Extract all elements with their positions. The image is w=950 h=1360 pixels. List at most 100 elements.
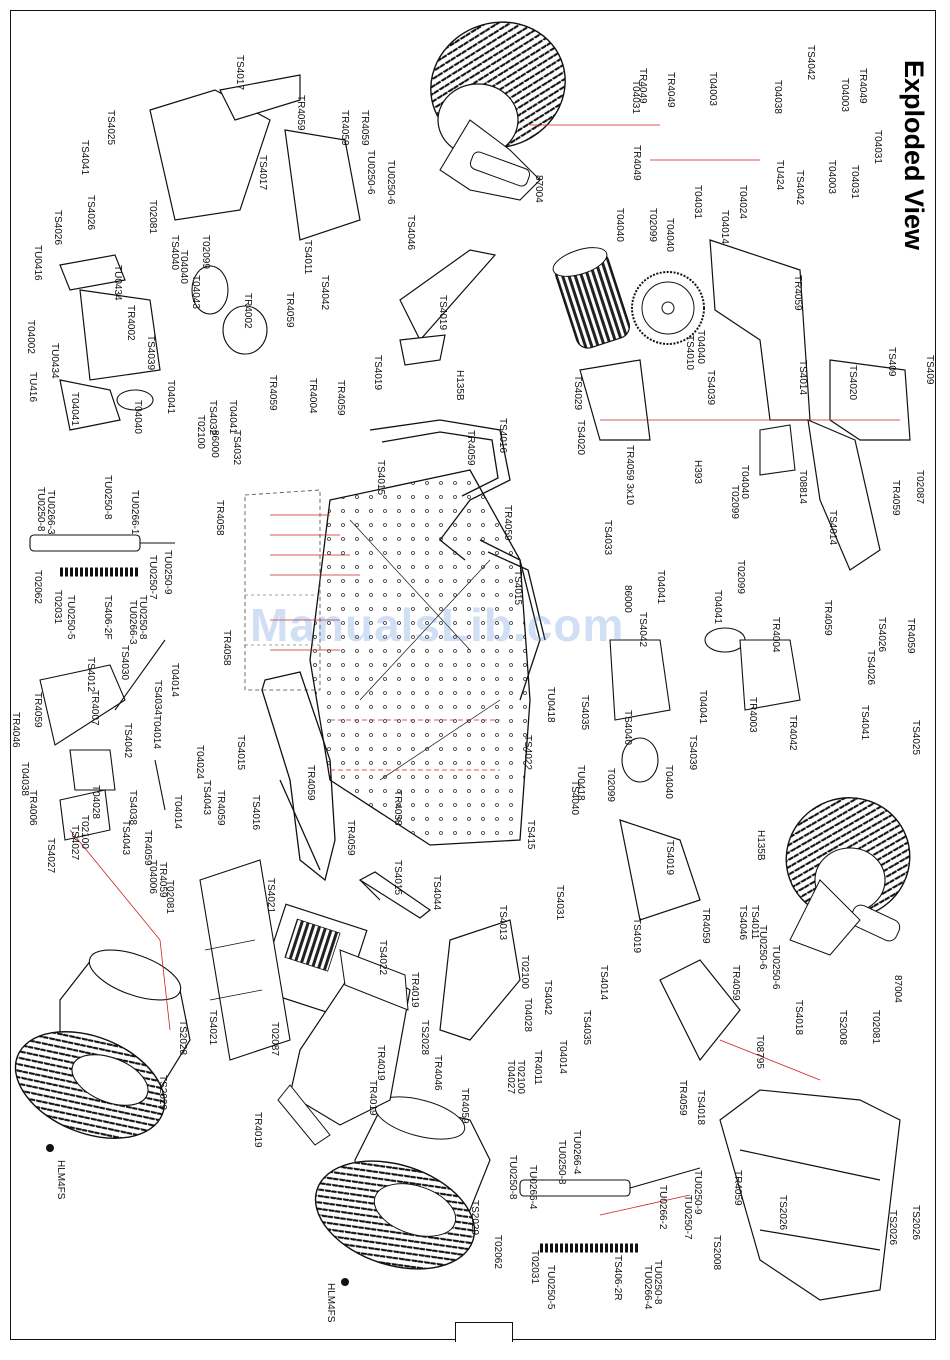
part-label-l12: TU0250-6 bbox=[385, 160, 396, 205]
part-label-l203: TS2026 bbox=[910, 1205, 921, 1240]
part-label-l123: TR4059 bbox=[142, 830, 153, 866]
part-label-l04: TS4026 bbox=[85, 195, 96, 230]
part-label-l118: TS4043 bbox=[201, 780, 212, 815]
part-label-l102: TS4012 bbox=[85, 657, 96, 692]
part-label-l74: TR4059 bbox=[792, 275, 803, 311]
part-label-l91: TU0250-5 bbox=[65, 595, 76, 640]
part-label-l97: TR4059 bbox=[465, 430, 476, 466]
rear-brace bbox=[358, 871, 432, 919]
part-label-l11: TU0250-6 bbox=[365, 150, 376, 195]
part-label-l218: TU0250-8 bbox=[652, 1260, 663, 1305]
part-label-l101: TR4058 bbox=[221, 630, 232, 666]
part-label-l166: TR4019 bbox=[367, 1080, 378, 1116]
part-label-l126: T02081 bbox=[164, 880, 175, 914]
part-label-l18: T04003 bbox=[839, 78, 850, 112]
part-label-l100: TS4015 bbox=[512, 570, 523, 605]
part-label-l115: TS4038 bbox=[127, 790, 138, 825]
part-label-l52: T04041 bbox=[165, 380, 176, 414]
part-label-l94: TU0266-3 bbox=[127, 600, 138, 645]
part-label-l164: T02087 bbox=[269, 1022, 280, 1056]
part-label-l214: T02062 bbox=[492, 1235, 503, 1269]
part-label-l114: T04028 bbox=[90, 785, 101, 819]
part-label-l73: T02099 bbox=[729, 485, 740, 519]
binding-notch bbox=[455, 1322, 513, 1342]
part-label-l144: TS4025 bbox=[910, 720, 921, 755]
part-label-l57: TS4032 bbox=[231, 430, 242, 465]
part-label-l15: 87004 bbox=[533, 175, 544, 203]
part-label-l34: TU0434 bbox=[112, 265, 123, 301]
part-label-l60: H135B bbox=[454, 370, 465, 401]
part-label-l147: TS4040 bbox=[569, 780, 580, 815]
part-label-l137: TU0418 bbox=[545, 687, 556, 723]
part-label-l197: TS4018 bbox=[695, 1090, 706, 1125]
part-label-l70: H393 bbox=[692, 460, 703, 484]
part-label-l134: T04041 bbox=[712, 590, 723, 624]
part-label-l02: TS4041 bbox=[79, 140, 90, 175]
part-label-l132: TR4059 bbox=[905, 618, 916, 654]
part-label-l113: TR4006 bbox=[27, 790, 38, 826]
part-label-l62: T02099 bbox=[647, 208, 658, 242]
part-label-l116: T02100 bbox=[79, 815, 90, 849]
part-label-l50: TR4059 bbox=[335, 380, 346, 416]
part-label-l165: TR4019 bbox=[375, 1045, 386, 1081]
part-label-l169: TS2029 bbox=[157, 1075, 168, 1110]
part-label-l67: TS4029 bbox=[572, 375, 583, 410]
part-label-l98: TS4015 bbox=[375, 460, 386, 495]
part-label-l210: TU0266-4 bbox=[527, 1165, 538, 1210]
part-label-l133: T02099 bbox=[735, 560, 746, 594]
rear-arms-right bbox=[439, 819, 901, 1301]
part-label-l206: HLM4FS bbox=[325, 1283, 336, 1323]
part-label-l53: TS4032 bbox=[207, 400, 218, 435]
part-label-l88: TU0250-7 bbox=[147, 555, 158, 600]
part-label-l90: T02031 bbox=[52, 590, 63, 624]
part-label-l204: TS2008 bbox=[711, 1235, 722, 1270]
part-label-l211: TU0266-2 bbox=[657, 1185, 668, 1230]
part-label-l64: TS4010 bbox=[684, 335, 695, 370]
part-label-l35: TR4002 bbox=[125, 305, 136, 341]
exhaust-pipe bbox=[277, 949, 411, 1146]
part-label-l78: TS4014 bbox=[797, 360, 808, 395]
spur-gear bbox=[631, 271, 705, 345]
part-label-l99: TR4059 bbox=[502, 505, 513, 541]
part-label-l82: TR4059 bbox=[890, 480, 901, 516]
part-label-l193: TR4059 bbox=[730, 965, 741, 1001]
part-label-l38: TS4039 bbox=[145, 335, 156, 370]
part-label-l183: T04014 bbox=[557, 1040, 568, 1074]
part-label-l13: TS4011 bbox=[302, 240, 313, 275]
part-label-l17: T04031 bbox=[872, 130, 883, 164]
part-label-l168: TS2028 bbox=[177, 1020, 188, 1055]
part-label-l44: T02099 bbox=[200, 235, 211, 269]
part-label-l170: HLM4FS bbox=[55, 1160, 66, 1200]
part-label-l192: 87004 bbox=[892, 975, 903, 1003]
part-label-l131: TR4059 bbox=[822, 600, 833, 636]
part-label-l179: T02100 bbox=[515, 1060, 526, 1094]
part-label-l01: TS4026 bbox=[52, 210, 63, 245]
part-label-l201: TS2026 bbox=[777, 1195, 788, 1230]
part-label-l48: TS4042 bbox=[319, 275, 330, 310]
part-label-l14: TS4046 bbox=[405, 215, 416, 250]
part-label-l63: T04040 bbox=[664, 218, 675, 252]
part-label-l139: TS4040 bbox=[622, 710, 633, 745]
part-label-l103: TS4030 bbox=[119, 645, 130, 680]
part-label-l185: TS4019 bbox=[664, 840, 675, 875]
part-label-l216: TU0250-5 bbox=[545, 1265, 556, 1310]
part-label-l125: TR4059 bbox=[157, 862, 168, 898]
part-label-l59: TS4019 bbox=[372, 355, 383, 390]
part-label-l141: TR4003 bbox=[747, 697, 758, 733]
part-label-l182: TS4035 bbox=[581, 1010, 592, 1045]
part-label-l33: TU0416 bbox=[32, 245, 43, 281]
part-label-l10: TR4059 bbox=[359, 110, 370, 146]
part-label-l120: TS4027 bbox=[45, 838, 56, 873]
part-label-l03: TS4025 bbox=[105, 110, 116, 145]
part-label-l194: TS4018 bbox=[793, 1000, 804, 1035]
part-label-l196: TR4059 bbox=[677, 1080, 688, 1116]
part-label-l25: T04024 bbox=[737, 185, 748, 219]
part-label-l145: TU0418 bbox=[575, 765, 586, 801]
part-label-l146: T02099 bbox=[605, 768, 616, 802]
part-label-l31: TR4049 bbox=[631, 145, 642, 181]
main-chassis-plate bbox=[244, 469, 531, 846]
part-label-l138: TS4035 bbox=[579, 695, 590, 730]
part-label-l207: TU0250-8 bbox=[556, 1140, 567, 1185]
part-label-l06: TR4059 bbox=[295, 95, 306, 131]
part-label-l149: TR4042 bbox=[787, 715, 798, 751]
